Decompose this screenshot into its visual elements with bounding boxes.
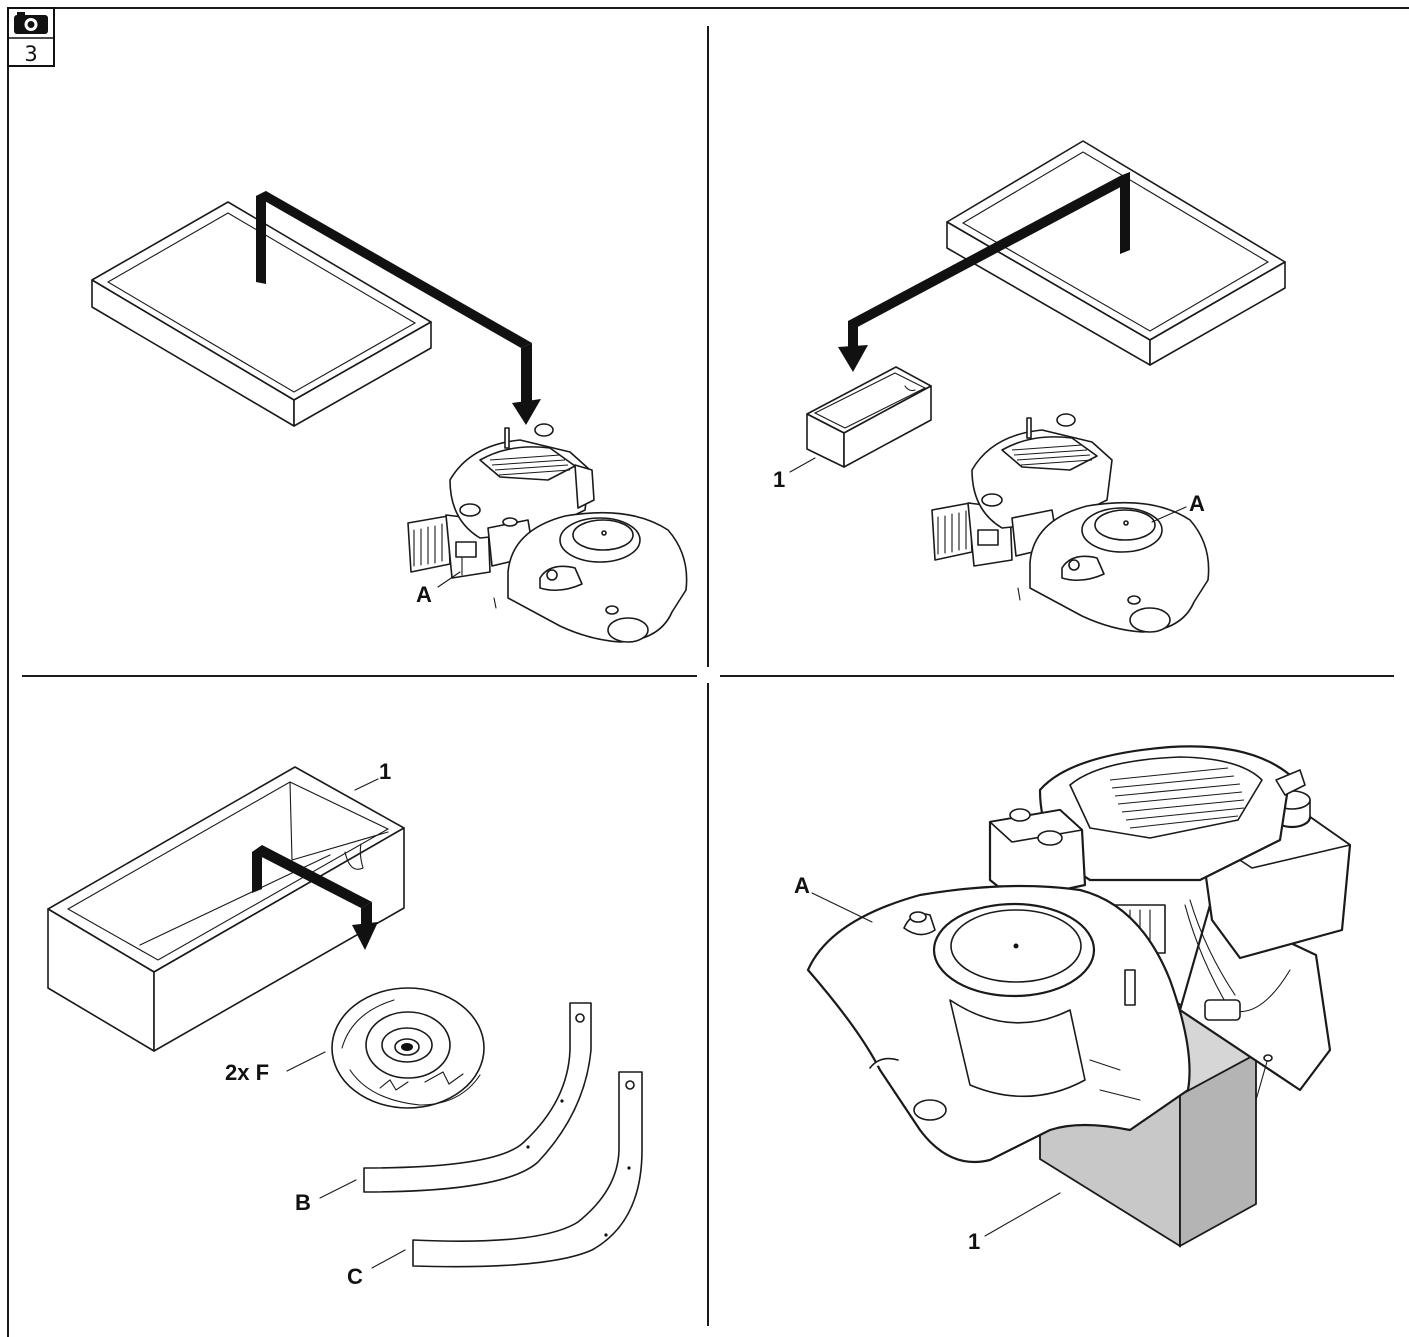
tray-small (806, 366, 932, 468)
label-b: B (295, 1190, 311, 1215)
label-a: A (416, 582, 432, 607)
engine-assembly-large (806, 745, 1352, 1164)
label-a: A (794, 873, 810, 898)
tray-large (91, 201, 432, 427)
camera-icon (14, 12, 48, 34)
callout-b: B (295, 1179, 357, 1215)
engine-assembly (931, 413, 1210, 633)
step-badge: 3 (7, 7, 55, 67)
label-1: 1 (773, 467, 785, 492)
label-a: A (1189, 491, 1205, 516)
callout-a: A (1151, 491, 1205, 523)
tray-small-large-view (47, 766, 405, 1052)
panel-top-left: A (91, 191, 688, 643)
callout-1: 1 (354, 759, 391, 791)
arrow-path (252, 845, 378, 950)
panel-top-right: 1 (773, 140, 1286, 633)
label-c: C (347, 1264, 363, 1289)
label-1: 1 (379, 759, 391, 784)
bracket-c (412, 1071, 643, 1268)
arrow-path (838, 172, 1130, 372)
label-1: 1 (968, 1229, 980, 1254)
panel-bottom-right: A 1 (794, 745, 1352, 1254)
bracket-b (363, 1002, 592, 1193)
panel-dividers (22, 26, 1394, 1326)
panel-bottom-left: 1 2x F (47, 759, 643, 1289)
callout-1: 1 (773, 457, 816, 492)
wheel (331, 987, 485, 1109)
page-frame (7, 7, 1409, 1337)
engine-assembly (407, 423, 688, 643)
callout-f: 2x F (225, 1051, 326, 1085)
label-f: 2x F (225, 1060, 269, 1085)
tray-large (946, 140, 1286, 366)
arrow-path (256, 191, 541, 425)
step-number: 3 (24, 42, 37, 66)
callout-a: A (416, 571, 461, 607)
callout-c: C (347, 1249, 406, 1289)
callout-a: A (794, 873, 873, 923)
callout-1: 1 (968, 1192, 1061, 1254)
